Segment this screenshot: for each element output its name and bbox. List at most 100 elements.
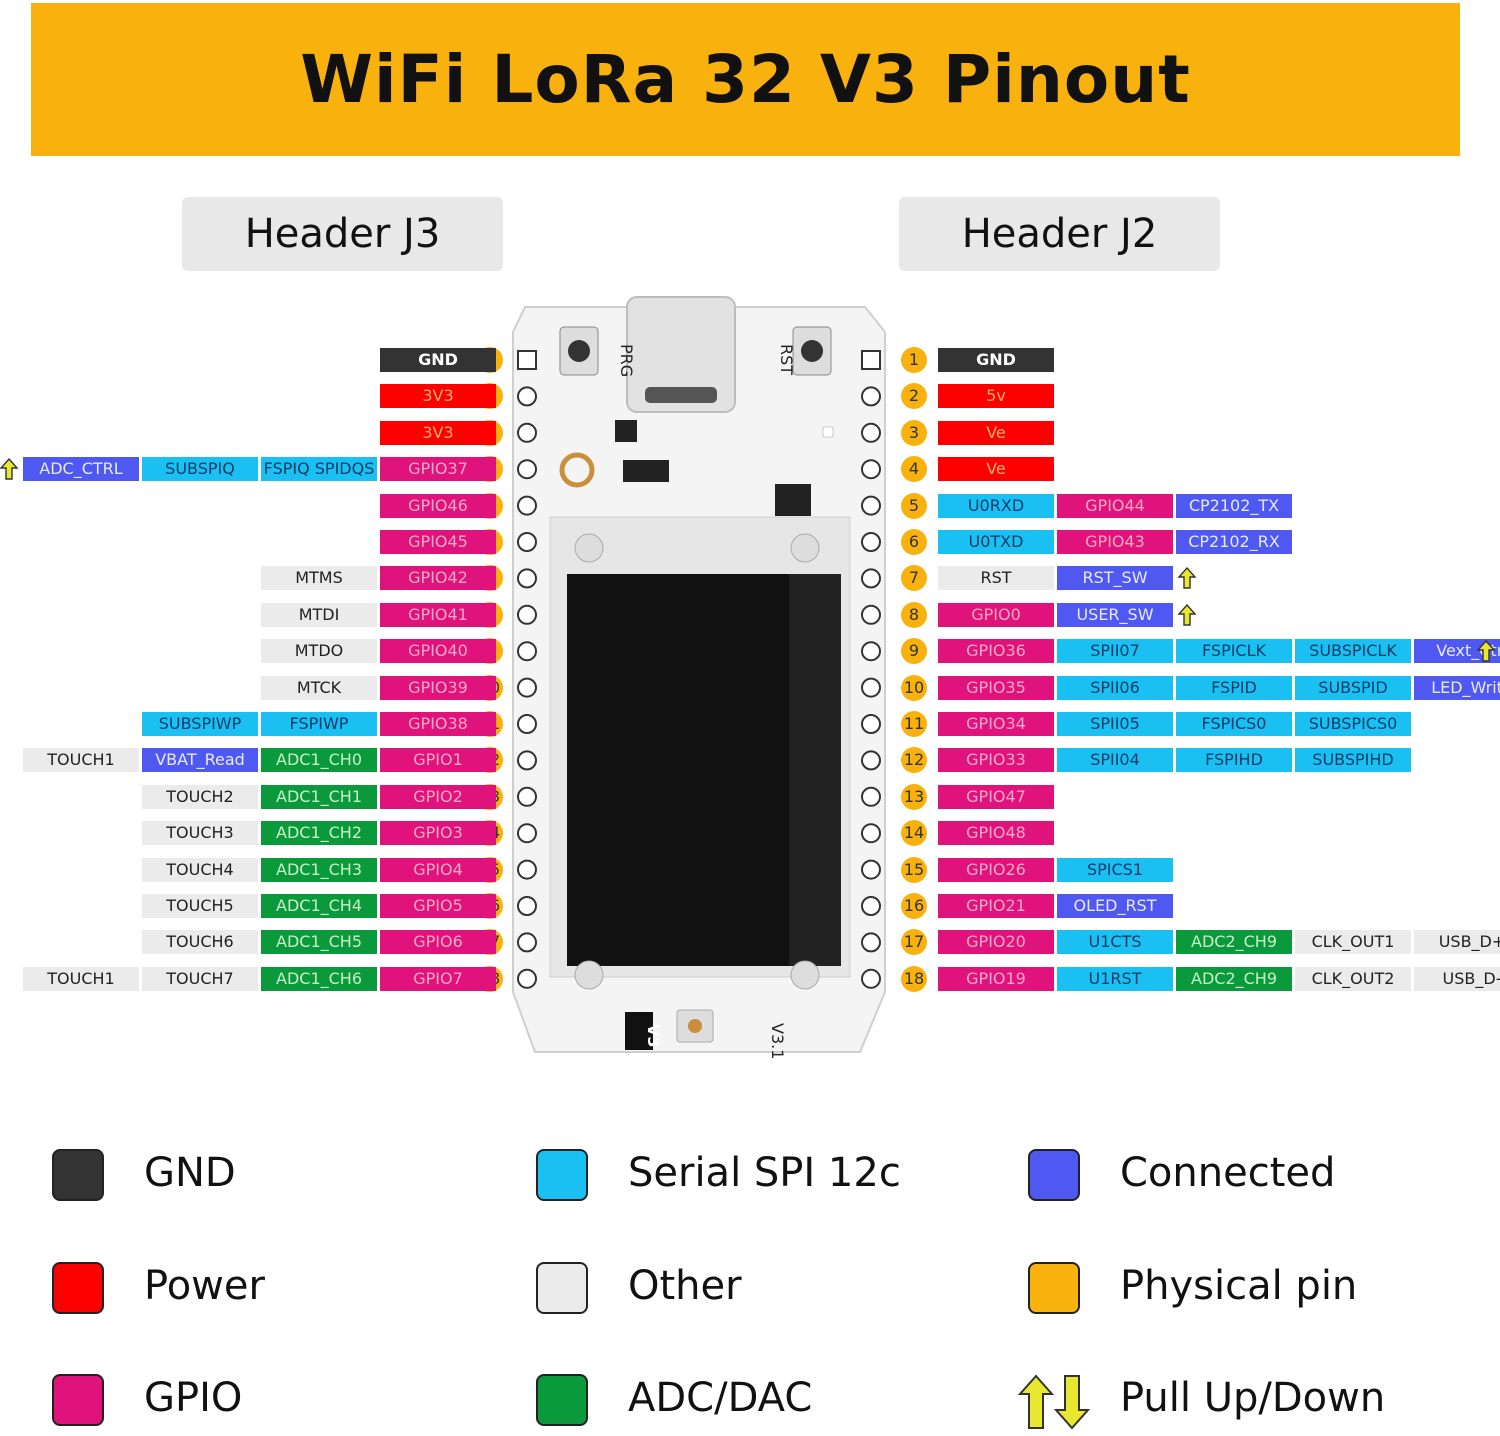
j3-pin13-label: ADC1_CH1	[261, 784, 377, 809]
legend-label: Other	[628, 1263, 742, 1309]
j2-pin-14: 14	[901, 820, 927, 847]
j3-hole	[517, 677, 537, 698]
j3-pin11-label: GPIO38	[380, 712, 496, 736]
j2-pin5-label: GPIO44	[1057, 493, 1173, 518]
j2-pin-13: 13	[901, 783, 927, 810]
chip-3	[615, 420, 637, 442]
pull-up-down-arrows-icon	[1016, 1372, 1092, 1436]
header-j2-title: Header J2	[899, 197, 1220, 271]
j2-pin13-label: GPIO47	[938, 784, 1054, 809]
j2-pin10-label: FSPID	[1176, 675, 1292, 700]
legend-swatch	[52, 1149, 104, 1201]
j2-pin-2: 2	[901, 383, 927, 410]
j2-hole	[861, 604, 881, 625]
j2-hole	[861, 823, 881, 844]
j2-hole	[861, 641, 881, 662]
header-j3-title: Header J3	[182, 197, 503, 271]
j3-pin12-label: TOUCH1	[23, 748, 139, 773]
legend-swatch	[1028, 1149, 1080, 1201]
j2-pin15-label: GPIO26	[938, 857, 1054, 882]
legend-swatch	[536, 1149, 588, 1201]
j2-hole	[861, 714, 881, 734]
j3-hole	[517, 968, 537, 989]
j3-pin17-label: TOUCH6	[142, 930, 258, 955]
j2-pin9-label: SPII07	[1057, 639, 1173, 664]
j3-hole	[517, 786, 537, 807]
j3-pin8-label: GPIO41	[380, 602, 496, 627]
j3-hole	[517, 459, 537, 480]
j2-hole	[861, 532, 881, 552]
j3-pin8-label: MTDI	[261, 602, 377, 627]
j3-pin17-label: GPIO6	[380, 930, 496, 955]
j3-pin18-label: TOUCH1	[23, 966, 139, 991]
rst-button-cap	[801, 340, 823, 362]
page-title: WiFi LoRa 32 V3 Pinout	[300, 41, 1191, 118]
j3-hole	[517, 859, 537, 880]
j2-hole	[861, 859, 881, 880]
j3-pin13-label: GPIO2	[380, 784, 496, 809]
legend-label: Power	[144, 1263, 265, 1309]
j3-hole	[517, 495, 537, 516]
j2-hole	[861, 968, 881, 989]
header-holes	[517, 350, 881, 989]
j2-pin18-label: USB_D-	[1414, 966, 1500, 991]
j3-pin15-label: TOUCH4	[142, 857, 258, 882]
j2-pin-15: 15	[901, 856, 927, 883]
j2-pin8-label: USER_SW	[1057, 602, 1173, 627]
j2-hole	[861, 350, 881, 370]
legend-swatch	[1028, 1262, 1080, 1314]
legend-label: GPIO	[144, 1375, 243, 1421]
v3-mark	[625, 1012, 653, 1050]
pull-up-arrow-icon	[0, 457, 19, 481]
j3-pin14-label: GPIO3	[380, 821, 496, 846]
j3-pin9-label: MTDO	[261, 639, 377, 664]
j2-pin17-label: USB_D+	[1414, 930, 1500, 955]
j2-hole	[861, 750, 881, 771]
j3-pin18-label: TOUCH7	[142, 966, 258, 991]
j2-pin10-label: SUBSPID	[1295, 675, 1411, 700]
j2-pin-17: 17	[901, 929, 927, 956]
title-banner: WiFi LoRa 32 V3 Pinout	[31, 3, 1460, 156]
j3-pin18-label: ADC1_CH6	[261, 966, 377, 991]
j2-pin-12: 12	[901, 747, 927, 774]
j3-pin4-label: GPIO37	[380, 457, 496, 482]
j2-pin-6: 6	[901, 529, 927, 555]
j3-hole	[517, 932, 537, 953]
j3-hole	[517, 641, 537, 662]
j2-hole	[861, 896, 881, 916]
j2-hole	[861, 422, 881, 443]
j3-hole	[517, 823, 537, 844]
j3-pin11-label: FSPIWP	[261, 712, 377, 736]
j2-pin6-label: U0TXD	[938, 530, 1054, 554]
j2-pin16-label: OLED_RST	[1057, 894, 1173, 918]
prg-button-cap	[568, 340, 590, 362]
j3-pin10-label: GPIO39	[380, 675, 496, 700]
chip-2	[775, 484, 811, 516]
j2-pin18-label: U1RST	[1057, 966, 1173, 991]
j2-pin9-label: FSPICLK	[1176, 639, 1292, 664]
j2-pin6-label: GPIO43	[1057, 530, 1173, 554]
j3-pin18-label: GPIO7	[380, 966, 496, 991]
j3-pin4-label: ADC_CTRL	[23, 457, 139, 482]
j2-pin12-label: GPIO33	[938, 748, 1054, 773]
usb-c-opening	[645, 387, 717, 403]
j2-pin11-label: SPII05	[1057, 712, 1173, 736]
j3-pin11-label: SUBSPIWP	[142, 712, 258, 736]
usb-c-port	[626, 296, 736, 413]
j2-pin11-label: SUBSPICS0	[1295, 712, 1411, 736]
j3-pin2-label: 3V3	[380, 384, 496, 409]
j3-pin12-label: ADC1_CH0	[261, 748, 377, 773]
j3-pin12-label: VBAT_Read	[142, 748, 258, 773]
j3-pin4-label: SUBSPIQ	[142, 457, 258, 482]
legend-label: GND	[144, 1150, 236, 1196]
legend-label: Pull Up/Down	[1120, 1375, 1386, 1421]
j2-pin17-label: GPIO20	[938, 930, 1054, 955]
j2-pin16-label: GPIO21	[938, 894, 1054, 918]
j2-hole	[861, 786, 881, 807]
j2-hole	[861, 495, 881, 516]
screw-hole-tl	[574, 533, 604, 563]
antenna-coil	[559, 452, 595, 488]
j2-pin8-label: GPIO0	[938, 602, 1054, 627]
j2-pin2-label: 5v	[938, 384, 1054, 409]
legend-swatch	[52, 1374, 104, 1426]
